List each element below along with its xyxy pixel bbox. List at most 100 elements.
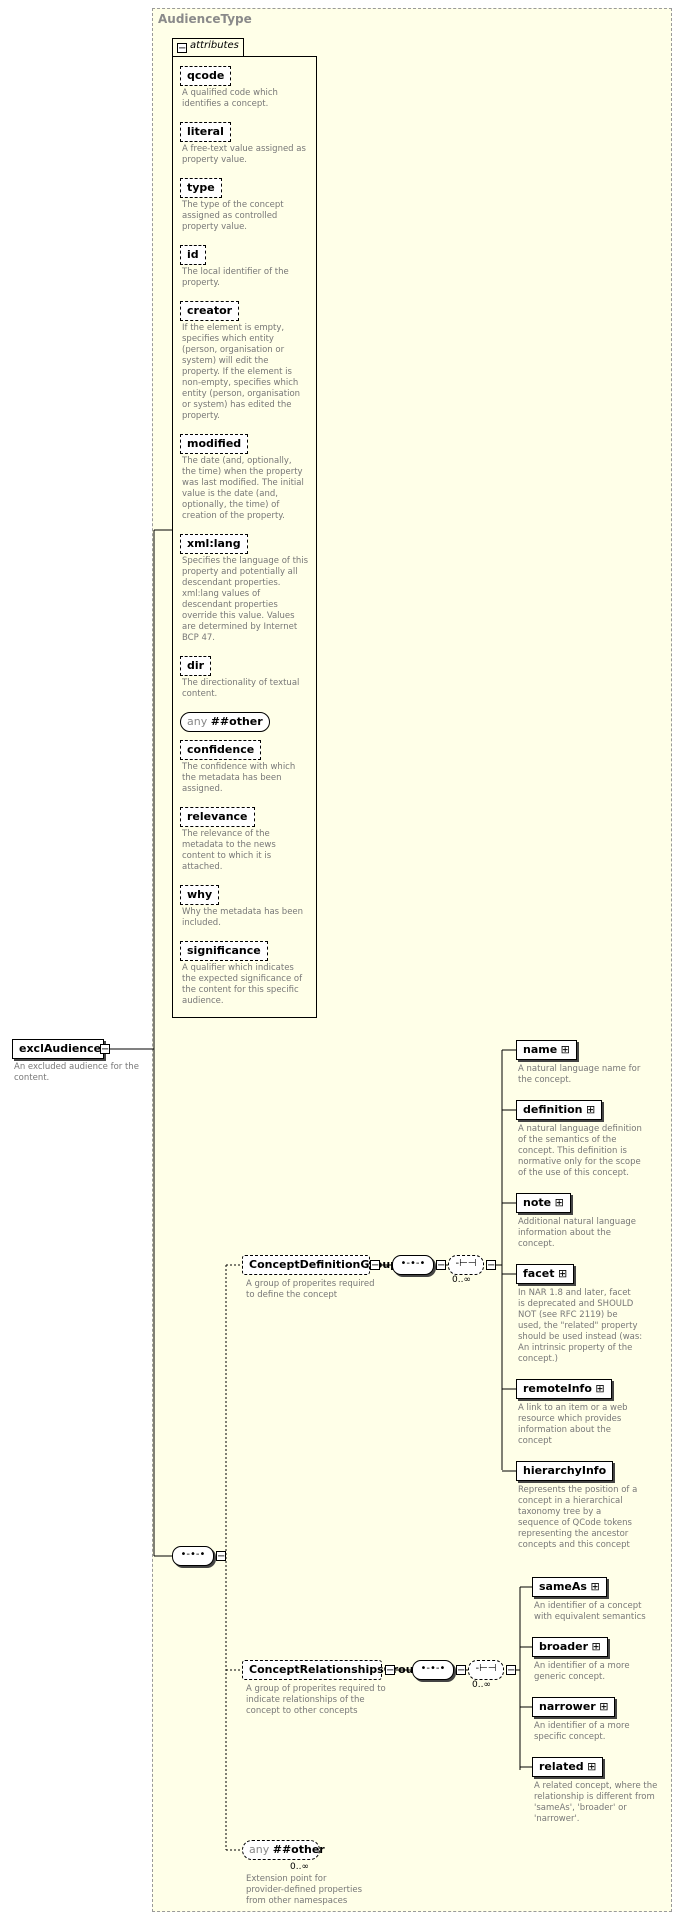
desc-line: An identifier of a concept bbox=[534, 1601, 642, 1611]
expand-icon[interactable]: ⊞ bbox=[554, 1267, 568, 1280]
desc-line: descendant properties bbox=[182, 600, 278, 610]
desc-line: xml:lang values of bbox=[182, 589, 261, 599]
collapse-compositor-icon[interactable]: − bbox=[456, 1665, 466, 1676]
desc-line: taxonomy tree by a bbox=[518, 1507, 602, 1517]
desc-line: The local identifier of the bbox=[182, 267, 289, 277]
desc-line: concept. bbox=[518, 1239, 555, 1249]
element-name: facet bbox=[523, 1267, 555, 1280]
attribute-significance[interactable]: significance bbox=[180, 941, 268, 961]
collapse-root-icon[interactable]: − bbox=[100, 1044, 110, 1055]
attribute-literal[interactable]: literal bbox=[180, 122, 231, 142]
desc-line: content to which it is bbox=[182, 851, 272, 861]
desc-line: identifies a concept. bbox=[182, 99, 269, 109]
definition-element-note[interactable]: note ⊞ bbox=[516, 1193, 571, 1213]
desc-line: information about the bbox=[518, 1425, 611, 1435]
relationship-element-broader[interactable]: broader ⊞ bbox=[532, 1637, 608, 1657]
root-element-box[interactable]: exclAudience bbox=[12, 1039, 104, 1059]
element-name: note bbox=[523, 1196, 552, 1209]
attribute-id[interactable]: id bbox=[180, 245, 206, 265]
desc-line: representing the ancestor bbox=[518, 1529, 629, 1539]
attributes-tab[interactable] bbox=[172, 38, 244, 56]
relationship-element-narrower[interactable]: narrower ⊞ bbox=[532, 1697, 616, 1717]
element-name: remoteInfo bbox=[523, 1382, 592, 1395]
desc-line: is deprecated and SHOULD bbox=[518, 1299, 634, 1309]
desc-line: system) will edit the bbox=[182, 356, 269, 366]
collapse-compositor-icon[interactable]: − bbox=[506, 1665, 516, 1676]
desc-line: property value. bbox=[182, 222, 248, 232]
attribute-relevance[interactable]: relevance bbox=[180, 807, 255, 827]
desc-line: 'sameAs', 'broader' or bbox=[534, 1803, 627, 1813]
attribute-modified[interactable]: modified bbox=[180, 434, 249, 454]
relationship-element-sameAs[interactable]: sameAs ⊞ bbox=[532, 1577, 607, 1597]
expand-icon[interactable]: ⊞ bbox=[551, 1196, 564, 1209]
desc-line: property. If the element is bbox=[182, 367, 292, 377]
expand-icon[interactable]: ⊞ bbox=[586, 1580, 600, 1593]
attribute-xml-lang[interactable]: xml:lang bbox=[180, 534, 248, 554]
attribute-creator[interactable]: creator bbox=[180, 301, 240, 321]
extension-any-other[interactable]: any ##other bbox=[242, 1840, 325, 1860]
desc-line: value is the date (and, bbox=[182, 489, 278, 499]
desc-line: to define the concept bbox=[246, 1290, 338, 1300]
desc-line: property. bbox=[182, 411, 220, 421]
element-name: narrower bbox=[539, 1700, 596, 1713]
relationships-choice-icon[interactable]: -⊢⊣ bbox=[468, 1660, 504, 1680]
desc-line: the time) when the property bbox=[182, 467, 303, 477]
desc-line: A group of properites required bbox=[246, 1279, 375, 1289]
collapse-attributes-icon[interactable]: − bbox=[177, 43, 187, 54]
desc-line: A qualifier which indicates bbox=[182, 963, 294, 973]
concept-definition-group-box[interactable]: ConceptDefinitionGroup bbox=[242, 1255, 398, 1275]
attribute-why[interactable]: why bbox=[180, 885, 220, 905]
desc-line: the metadata has been bbox=[182, 773, 282, 783]
desc-line: content. bbox=[14, 1073, 50, 1083]
expand-icon[interactable]: ⊞ bbox=[588, 1640, 601, 1653]
desc-line: A free-text value assigned as bbox=[182, 144, 306, 154]
attribute-confidence[interactable]: confidence bbox=[180, 740, 262, 760]
definition-element-hierarchyInfo[interactable]: hierarchyInfo bbox=[516, 1461, 614, 1481]
desc-line: A group of properites required to bbox=[246, 1684, 386, 1694]
definition-element-facet[interactable]: facet ⊞ bbox=[516, 1264, 575, 1284]
desc-line: Additional natural language bbox=[518, 1217, 637, 1227]
desc-line: concept in a hierarchical bbox=[518, 1496, 623, 1506]
desc-line: sequence of QCode tokens bbox=[518, 1518, 632, 1528]
collapse-definition-group-icon[interactable]: − bbox=[370, 1260, 380, 1271]
desc-line: concept bbox=[518, 1436, 552, 1446]
collapse-compositor-icon[interactable]: − bbox=[486, 1260, 496, 1271]
collapse-relationships-group-icon[interactable]: − bbox=[385, 1665, 395, 1676]
expand-icon[interactable]: ⊞ bbox=[591, 1382, 605, 1395]
desc-line: If the element is empty, bbox=[182, 323, 285, 333]
attribute-qcode[interactable]: qcode bbox=[180, 66, 232, 86]
attribute-type[interactable]: type bbox=[180, 178, 222, 198]
expand-icon[interactable]: ⊞ bbox=[557, 1043, 570, 1056]
expand-icon[interactable]: ⊞ bbox=[583, 1760, 597, 1773]
attribute-desc: The date (and, optionally,the time) when… bbox=[182, 456, 304, 522]
relationships-sequence-icon[interactable]: •-•-• bbox=[412, 1660, 454, 1680]
definition-choice-icon[interactable]: -⊢⊣ bbox=[448, 1255, 484, 1275]
main-sequence-icon[interactable]: •-•-• bbox=[172, 1546, 214, 1566]
desc-line: normative only for the scope bbox=[518, 1157, 641, 1167]
attribute-any-other[interactable]: any ##other bbox=[180, 712, 270, 732]
desc-line: A link to an item or a web bbox=[518, 1403, 628, 1413]
desc-line: of the use of this concept. bbox=[518, 1168, 629, 1178]
relationship-element-related[interactable]: related ⊞ bbox=[532, 1757, 604, 1777]
definition-element-remoteInfo[interactable]: remoteInfo ⊞ bbox=[516, 1379, 612, 1399]
desc-line: provider-defined properties bbox=[246, 1885, 363, 1895]
concept-relationships-group-box[interactable]: ConceptRelationshipsGroup bbox=[242, 1660, 421, 1680]
desc-line: The relevance of the bbox=[182, 829, 270, 839]
definition-element-name[interactable]: name ⊞ bbox=[516, 1040, 577, 1060]
expand-icon[interactable]: ⊞ bbox=[595, 1700, 609, 1713]
definition-sequence-icon[interactable]: •-•-• bbox=[392, 1255, 434, 1275]
attribute-dir[interactable]: dir bbox=[180, 656, 212, 676]
collapse-compositor-icon[interactable]: − bbox=[436, 1260, 446, 1271]
collapse-compositor-icon[interactable]: − bbox=[216, 1551, 226, 1562]
element-name: hierarchyInfo bbox=[523, 1464, 607, 1477]
definition-element-definition[interactable]: definition ⊞ bbox=[516, 1100, 603, 1120]
expand-icon[interactable]: ⊞ bbox=[582, 1103, 596, 1116]
desc-line: BCP 47. bbox=[182, 633, 215, 643]
any-prefix: any bbox=[187, 715, 211, 728]
